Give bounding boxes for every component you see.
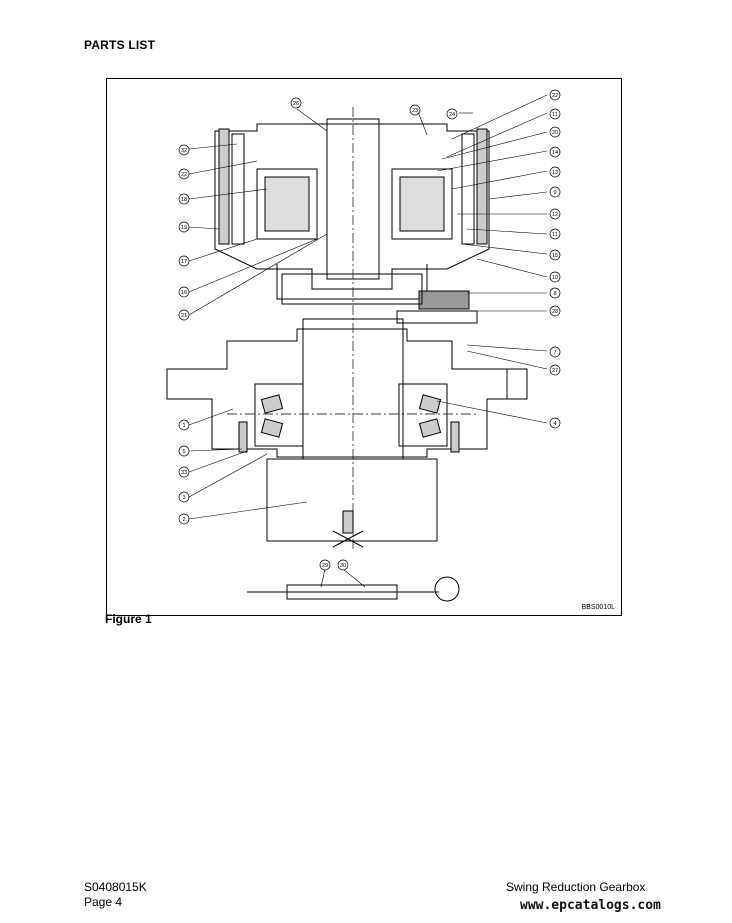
callout: 11 xyxy=(549,228,561,240)
doc-number: S0408015K xyxy=(84,880,147,894)
svg-text:5: 5 xyxy=(182,449,185,455)
callout: 23 xyxy=(409,104,421,116)
svg-text:19: 19 xyxy=(181,225,187,231)
svg-text:2: 2 xyxy=(182,517,185,523)
callout: 29 xyxy=(319,559,331,571)
callout: 32 xyxy=(178,144,190,156)
callout: 8 xyxy=(549,287,561,299)
svg-text:22: 22 xyxy=(181,172,187,178)
callout: 21 xyxy=(178,309,190,321)
callout: 10 xyxy=(549,271,561,283)
callout: 4 xyxy=(549,417,561,429)
callout: 20 xyxy=(549,126,561,138)
watermark: www.epcatalogs.com xyxy=(520,898,661,913)
svg-text:11: 11 xyxy=(552,112,558,118)
callout: 14 xyxy=(549,146,561,158)
figure-caption: Figure 1 xyxy=(105,612,152,626)
callout: 13 xyxy=(549,166,561,178)
svg-text:22: 22 xyxy=(552,93,558,99)
svg-text:21: 21 xyxy=(181,313,187,319)
callout: 30 xyxy=(337,559,349,571)
footer-title: Swing Reduction Gearbox xyxy=(506,880,646,894)
callout: 19 xyxy=(178,221,190,233)
svg-text:1: 1 xyxy=(182,423,185,429)
svg-text:14: 14 xyxy=(552,150,558,156)
callout: 12 xyxy=(549,208,561,220)
svg-text:26: 26 xyxy=(293,101,299,107)
footer-left: S0408015K Page 4 xyxy=(84,880,147,910)
svg-text:18: 18 xyxy=(181,197,187,203)
callout: 11 xyxy=(549,108,561,120)
svg-text:4: 4 xyxy=(553,421,556,427)
svg-text:10: 10 xyxy=(552,275,558,281)
svg-text:24: 24 xyxy=(449,112,455,118)
callouts-left: 32 22 18 19 17 16 21 1 5 33 3 2 xyxy=(178,144,190,525)
callout: 2 xyxy=(178,513,190,525)
callout: 16 xyxy=(178,286,190,298)
svg-text:33: 33 xyxy=(181,470,187,476)
svg-text:32: 32 xyxy=(181,148,187,154)
svg-text:30: 30 xyxy=(340,563,346,569)
figure-code: BBS0010L xyxy=(581,604,615,611)
callout: 24 xyxy=(446,108,458,120)
callout: 22 xyxy=(178,168,190,180)
svg-text:8: 8 xyxy=(553,291,556,297)
callout: 27 xyxy=(549,364,561,376)
page-number: Page 4 xyxy=(84,895,123,909)
callout: 3 xyxy=(178,491,190,503)
callout: 15 xyxy=(549,249,561,261)
callout: 5 xyxy=(178,445,190,457)
svg-text:15: 15 xyxy=(552,253,558,259)
callout: 9 xyxy=(549,186,561,198)
svg-text:9: 9 xyxy=(553,190,556,196)
callouts-bottom: 29 30 xyxy=(319,559,349,571)
page-heading: PARTS LIST xyxy=(84,38,156,52)
svg-text:16: 16 xyxy=(181,290,187,296)
gearbox-cross-section-drawing: 32 22 18 19 17 16 21 1 5 33 3 2 26 23 24… xyxy=(166,89,561,602)
svg-text:29: 29 xyxy=(322,563,328,569)
figure-frame: 32 22 18 19 17 16 21 1 5 33 3 2 26 23 24… xyxy=(106,78,622,616)
callout: 17 xyxy=(178,255,190,267)
svg-text:17: 17 xyxy=(181,259,187,265)
svg-text:11: 11 xyxy=(552,232,558,238)
svg-text:23: 23 xyxy=(412,108,418,114)
callout: 28 xyxy=(549,305,561,317)
callouts-top: 26 23 24 xyxy=(290,97,458,120)
svg-text:20: 20 xyxy=(552,130,558,136)
callout: 18 xyxy=(178,193,190,205)
svg-text:28: 28 xyxy=(552,309,558,315)
svg-text:7: 7 xyxy=(553,350,556,356)
svg-text:27: 27 xyxy=(552,368,558,374)
svg-text:12: 12 xyxy=(552,212,558,218)
callout: 33 xyxy=(178,466,190,478)
svg-text:3: 3 xyxy=(182,495,185,501)
callouts-right: 22 11 20 14 13 9 12 11 15 10 8 28 7 27 4 xyxy=(549,89,561,429)
callout: 7 xyxy=(549,346,561,358)
callout: 22 xyxy=(549,89,561,101)
svg-text:13: 13 xyxy=(552,170,558,176)
callout: 26 xyxy=(290,97,302,109)
callout: 1 xyxy=(178,419,190,431)
